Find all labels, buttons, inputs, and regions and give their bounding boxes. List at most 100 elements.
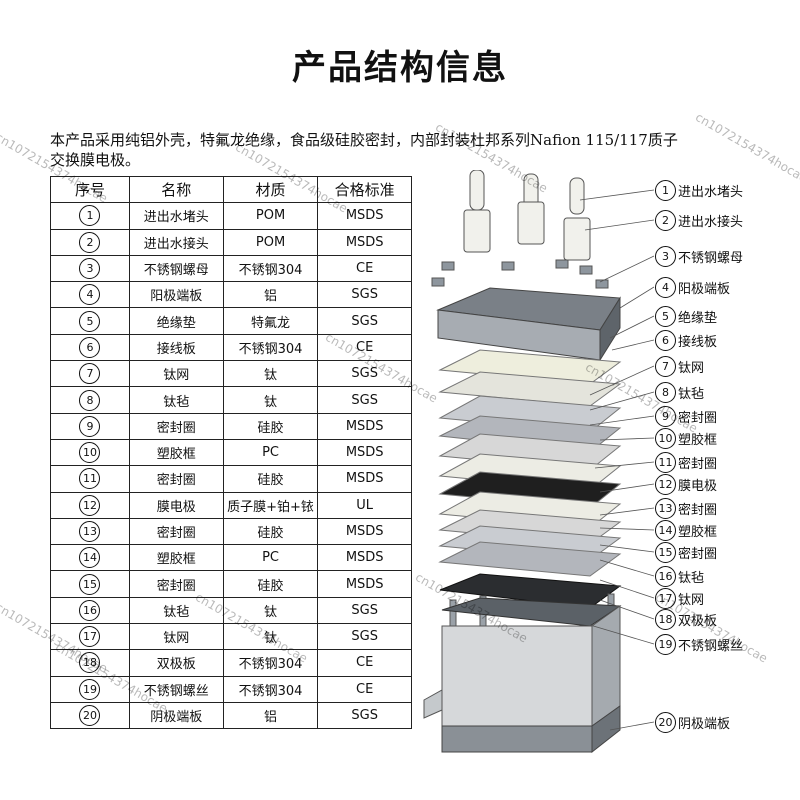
row-material: 硅胶 [222,517,319,546]
row-number-badge: 4 [79,284,101,306]
row-material: 不锈钢304 [222,333,319,362]
row-material: PC [222,438,319,467]
callout-label: 密封圈 [678,503,718,518]
callout-label: 塑胶框 [678,525,718,540]
exploded-stack-diagram [423,170,622,754]
callout-number: 13 [655,498,676,519]
callout-label: 双极板 [678,614,718,629]
row-number: 18 [50,649,130,677]
row-standard: SGS [317,307,412,335]
row-name: 不锈钢螺母 [128,254,224,283]
row-number: 7 [50,360,130,388]
callout-number: 11 [655,452,676,473]
row-standard: MSDS [317,202,412,230]
row-number-badge: 18 [79,652,101,674]
row-name: 膜电极 [128,491,224,519]
row-standard: SGS [317,281,412,309]
callout-number: 16 [655,566,676,587]
callout-number: 10 [655,428,676,449]
row-number: 11 [50,465,130,493]
row-standard: UL [317,491,412,519]
row-standard: MSDS [317,228,412,256]
row-standard: MSDS [317,465,412,493]
row-number-badge: 2 [79,231,101,253]
row-material: 不锈钢304 [222,254,319,283]
row-standard: CE [317,649,412,677]
row-name: 接线板 [128,333,224,362]
callout-label: 接线板 [678,335,718,350]
row-standard: MSDS [317,517,412,546]
row-number: 15 [50,570,130,598]
callout-label: 不锈钢螺丝 [678,639,744,654]
row-number: 3 [50,254,130,283]
stack-layers [438,349,622,577]
callout-label: 进出水接头 [678,215,744,230]
row-name: 密封圈 [128,412,224,440]
callout-label: 密封圈 [678,411,718,426]
callout-label: 阴极端板 [678,717,731,732]
cathode-end-plate [423,597,622,754]
row-number: 13 [50,517,130,546]
row-number-badge: 7 [79,363,101,385]
row-standard: SGS [317,623,412,651]
row-number: 5 [50,307,130,335]
row-number: 4 [50,281,130,309]
row-number-badge: 17 [79,626,101,648]
callout-number: 2 [655,210,676,231]
table-header-row: 序号 名称 材质 合格标准 [50,175,412,204]
row-standard: CE [317,254,412,283]
row-name: 塑胶框 [128,544,224,572]
callout-number: 3 [655,246,676,267]
row-material: 钛 [222,360,319,388]
callout-label: 密封圈 [678,457,718,472]
row-number: 2 [50,228,130,256]
callout-label: 钛毡 [678,387,705,402]
row-number-badge: 11 [79,468,101,490]
row-number-badge: 20 [79,705,101,727]
callout-number: 20 [655,712,676,733]
row-material: 硅胶 [222,412,319,440]
header-standard: 合格标准 [317,175,412,204]
callout-number: 12 [655,474,676,495]
callout-number: 8 [655,382,676,403]
anode-end-plate [436,287,621,362]
callout-label: 钛毡 [678,571,705,586]
row-standard: SGS [317,701,412,730]
row-name: 塑胶框 [128,438,224,467]
row-number: 1 [50,202,130,230]
row-material: 不锈钢304 [222,675,319,703]
row-number-badge: 19 [79,678,101,700]
callout-label: 钛网 [678,361,705,376]
callout-number: 19 [655,634,676,655]
row-material: PC [222,544,319,572]
row-material: POM [222,202,319,230]
row-number-badge: 14 [79,547,101,569]
row-name: 进出水堵头 [128,202,224,230]
row-name: 钛网 [128,360,224,388]
callout-label: 密封圈 [678,547,718,562]
